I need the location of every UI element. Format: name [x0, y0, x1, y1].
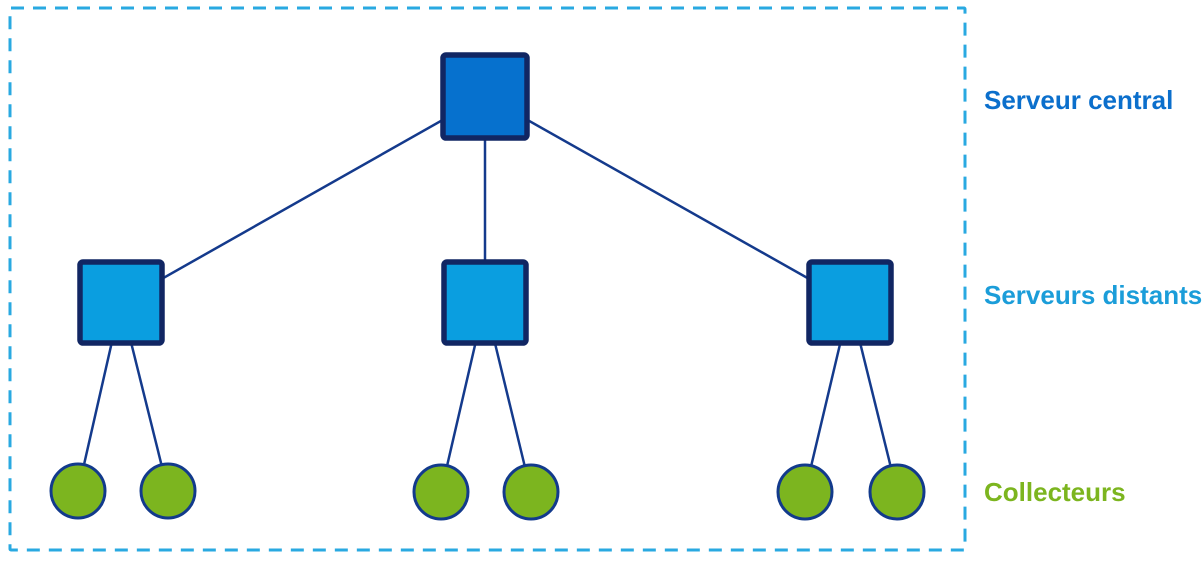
remote-server-node-1	[77, 259, 165, 346]
central-server-label: Serveur central	[984, 85, 1174, 115]
connection-line	[120, 94, 486, 304]
collector-node-6	[868, 463, 926, 521]
collector-node-5	[776, 463, 834, 521]
diagram-shapes	[49, 52, 926, 521]
remote-servers-label: Serveurs distants	[984, 280, 1203, 310]
connection-line	[484, 94, 851, 304]
collector-node-3	[412, 463, 470, 521]
remote-server-node-2	[441, 259, 529, 346]
collector-node-1	[49, 462, 107, 520]
remote-server-node-3	[806, 259, 894, 346]
central-server-node	[440, 52, 530, 141]
collectors-label: Collecteurs	[984, 477, 1126, 507]
collector-node-2	[139, 462, 197, 520]
collector-node-4	[502, 463, 560, 521]
